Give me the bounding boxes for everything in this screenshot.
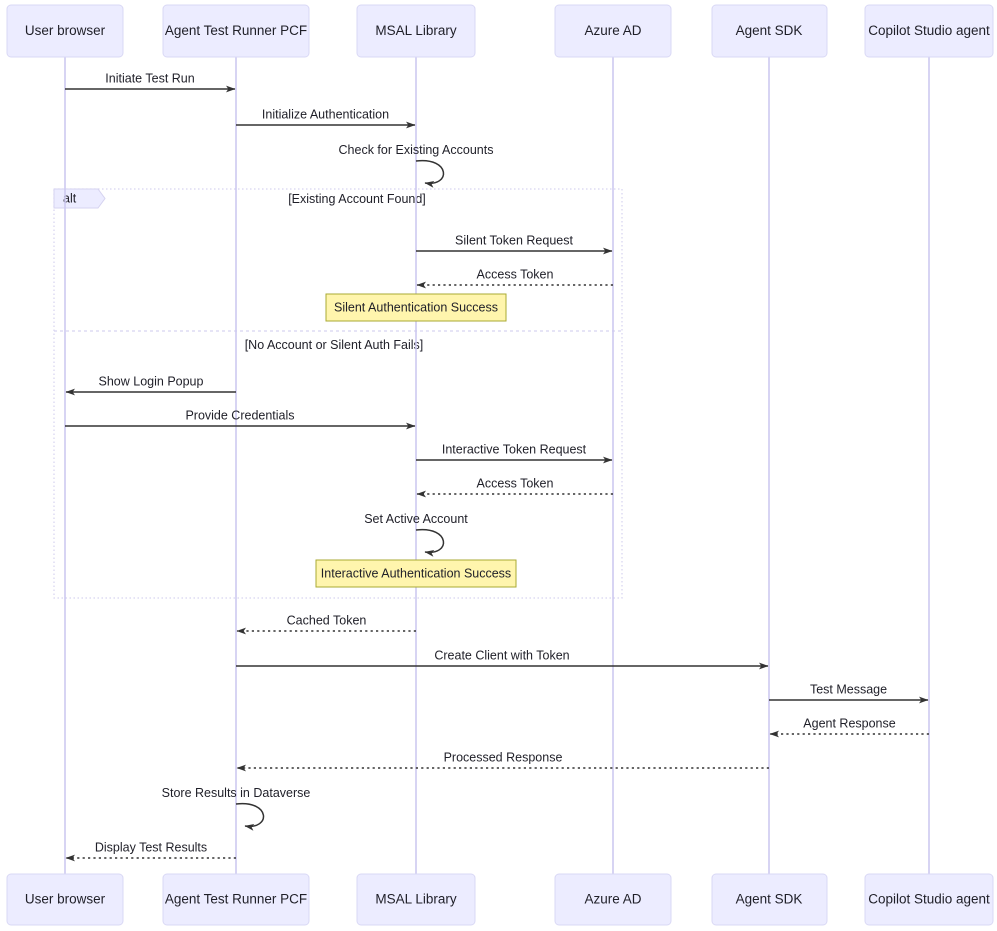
actor-box[interactable] bbox=[554, 4, 672, 58]
message-m10: Set Active Account bbox=[364, 512, 468, 557]
message-label: Silent Token Request bbox=[455, 234, 573, 248]
self-message-loop bbox=[415, 160, 445, 188]
note-box bbox=[325, 293, 507, 322]
message-m4: Silent Token Request bbox=[416, 234, 613, 255]
message-m5: Access Token bbox=[416, 268, 613, 289]
note-text: Silent Authentication Success bbox=[334, 300, 498, 314]
self-message-loop bbox=[235, 803, 265, 831]
actor-label: Copilot Studio agent bbox=[868, 892, 990, 907]
actor-pcf-top[interactable]: Agent Test Runner PCF bbox=[162, 4, 310, 58]
actor-box[interactable] bbox=[162, 4, 310, 58]
actor-box[interactable] bbox=[356, 873, 476, 926]
message-label: Initialize Authentication bbox=[262, 108, 389, 122]
actor-msal-top[interactable]: MSAL Library bbox=[356, 4, 476, 58]
message-label: Check for Existing Accounts bbox=[339, 143, 494, 157]
actor-label: Azure AD bbox=[584, 892, 641, 907]
actor-sdk-top[interactable]: Agent SDK bbox=[711, 4, 828, 58]
alt-fragment-alt: [Existing Account Found] [No Account or S… bbox=[53, 188, 623, 599]
note-text: Interactive Authentication Success bbox=[321, 566, 511, 580]
message-m12: Create Client with Token bbox=[236, 649, 769, 670]
actor-label: Agent SDK bbox=[736, 23, 803, 38]
note-box bbox=[315, 559, 517, 588]
actor-box[interactable] bbox=[711, 873, 828, 926]
actor-box[interactable] bbox=[6, 4, 124, 58]
actor-label: MSAL Library bbox=[375, 23, 457, 38]
message-label: Access Token bbox=[477, 477, 554, 491]
note-n1: Silent Authentication Success bbox=[325, 293, 507, 322]
actor-label: Azure AD bbox=[584, 23, 641, 38]
message-m16: Store Results in Dataverse bbox=[162, 786, 311, 831]
note-n2: Interactive Authentication Success bbox=[315, 559, 517, 588]
actor-box[interactable] bbox=[162, 873, 310, 926]
message-label: Test Message bbox=[810, 683, 887, 697]
actor-copilot-bottom[interactable]: Copilot Studio agent bbox=[864, 873, 994, 926]
alt-tag-label: alt bbox=[63, 192, 77, 206]
message-label: Processed Response bbox=[444, 751, 563, 765]
actor-box[interactable] bbox=[356, 4, 476, 58]
actor-box[interactable] bbox=[6, 873, 124, 926]
actor-label: Agent Test Runner PCF bbox=[165, 23, 307, 38]
message-m9: Access Token bbox=[416, 477, 613, 498]
alt-condition-label: [No Account or Silent Auth Fails] bbox=[245, 338, 424, 352]
notes-layer: Silent Authentication SuccessInteractive… bbox=[315, 293, 517, 588]
message-m13: Test Message bbox=[769, 683, 929, 704]
message-label: Cached Token bbox=[287, 614, 367, 628]
message-label: Access Token bbox=[477, 268, 554, 282]
lifelines-layer bbox=[64, 57, 930, 874]
alt-fragments-layer: [Existing Account Found] [No Account or S… bbox=[53, 188, 623, 599]
message-label: Create Client with Token bbox=[434, 649, 569, 663]
alt-frame-border bbox=[53, 188, 623, 599]
message-label: Set Active Account bbox=[364, 512, 468, 526]
actor-aad-top[interactable]: Azure AD bbox=[554, 4, 672, 58]
message-m1: Initiate Test Run bbox=[65, 72, 236, 93]
message-m15: Processed Response bbox=[236, 751, 769, 772]
actor-label: User browser bbox=[25, 892, 106, 907]
actor-label: Copilot Studio agent bbox=[868, 23, 990, 38]
message-label: Store Results in Dataverse bbox=[162, 786, 311, 800]
actor-aad-bottom[interactable]: Azure AD bbox=[554, 873, 672, 926]
message-label: Interactive Token Request bbox=[442, 443, 587, 457]
actor-box[interactable] bbox=[864, 4, 994, 58]
alt-condition-label: [Existing Account Found] bbox=[288, 192, 426, 206]
message-m7: Provide Credentials bbox=[65, 409, 416, 430]
alt-tag-shape bbox=[53, 188, 106, 209]
message-label: Show Login Popup bbox=[99, 375, 204, 389]
message-m14: Agent Response bbox=[769, 717, 929, 738]
actor-user-top[interactable]: User browser bbox=[6, 4, 124, 58]
actor-label: MSAL Library bbox=[375, 892, 457, 907]
self-message-loop bbox=[415, 529, 445, 557]
actor-label: User browser bbox=[25, 23, 106, 38]
message-m17: Display Test Results bbox=[65, 841, 236, 862]
message-m8: Interactive Token Request bbox=[416, 443, 613, 464]
message-m3: Check for Existing Accounts bbox=[339, 143, 494, 188]
actor-box[interactable] bbox=[711, 4, 828, 58]
actor-user-bottom[interactable]: User browser bbox=[6, 873, 124, 926]
message-m11: Cached Token bbox=[236, 614, 416, 635]
actor-label: Agent SDK bbox=[736, 892, 803, 907]
message-label: Display Test Results bbox=[95, 841, 207, 855]
actor-sdk-bottom[interactable]: Agent SDK bbox=[711, 873, 828, 926]
actor-pcf-bottom[interactable]: Agent Test Runner PCF bbox=[162, 873, 310, 926]
actor-copilot-top[interactable]: Copilot Studio agent bbox=[864, 4, 994, 58]
message-label: Initiate Test Run bbox=[105, 72, 194, 86]
message-m6: Show Login Popup bbox=[65, 375, 236, 396]
message-m2: Initialize Authentication bbox=[236, 108, 416, 129]
actor-msal-bottom[interactable]: MSAL Library bbox=[356, 873, 476, 926]
message-label: Agent Response bbox=[803, 717, 895, 731]
message-label: Provide Credentials bbox=[185, 409, 294, 423]
actor-box[interactable] bbox=[554, 873, 672, 926]
actor-box[interactable] bbox=[864, 873, 994, 926]
actor-label: Agent Test Runner PCF bbox=[165, 892, 307, 907]
